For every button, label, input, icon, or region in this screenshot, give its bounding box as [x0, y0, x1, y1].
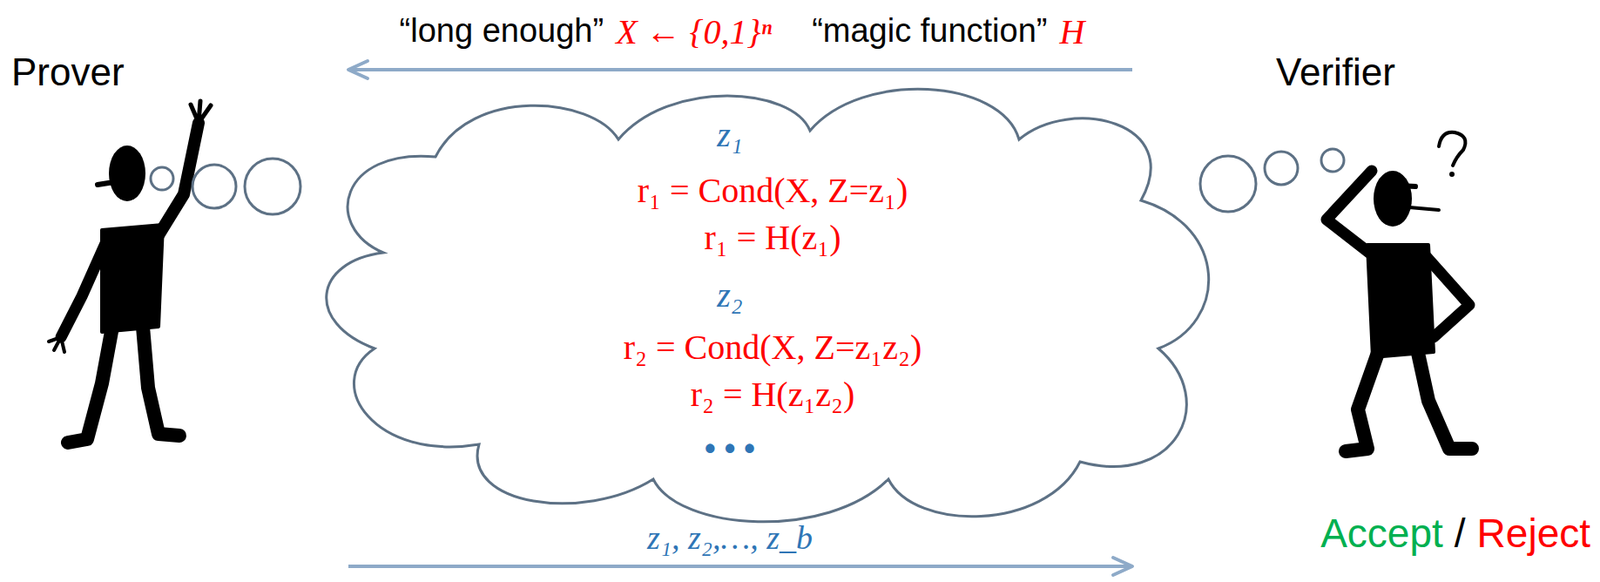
- ellipsis-dots: • • •: [704, 430, 756, 466]
- verifier-head: [1373, 170, 1412, 227]
- separator: /: [1454, 510, 1466, 557]
- question-mark-dot: [1449, 171, 1455, 177]
- actor-label: Verifier: [1275, 50, 1396, 95]
- edge-label: z₁, z₂,…, z_b: [647, 519, 813, 558]
- verifier-node: Verifier: [1132, 43, 1594, 575]
- thought-bubble: [1321, 148, 1344, 172]
- message-arrow: [348, 557, 1133, 575]
- prover-node: Prover: [4, 43, 349, 575]
- thought-cloud: z₁ r₁ = Cond(X, Z=z₁) r₁ = H(z₁) z₂ r₂ = Con…: [304, 69, 1220, 532]
- arrow-line: [348, 67, 1133, 72]
- response-formula: r₁ = Cond(X, Z=z₁): [637, 170, 909, 211]
- response-formula: r₂ = Cond(X, Z=z₁z₂): [623, 327, 922, 368]
- edge-label: “long enough”: [399, 12, 605, 51]
- accept-word: Accept: [1320, 510, 1444, 557]
- sampling-formula: X ← {0,1}ⁿ: [615, 12, 772, 53]
- prover-figure: [48, 101, 211, 443]
- cloud-path: [326, 88, 1209, 522]
- question-mark-symbol: [1438, 132, 1465, 166]
- message-arrow: [348, 60, 1133, 79]
- prover-head: [108, 145, 146, 202]
- prover-lower-arm: [60, 239, 108, 338]
- verifier-figure: [1326, 132, 1472, 452]
- thought-bubble: [1200, 155, 1256, 212]
- thought-bubble: [1264, 151, 1298, 185]
- arrow-line: [348, 564, 1133, 568]
- thought-bubble: [244, 158, 301, 215]
- reject-word: Reject: [1477, 510, 1591, 557]
- prover-leg: [142, 326, 180, 436]
- prover-leg: [67, 326, 113, 443]
- verifier-leg: [1417, 352, 1472, 449]
- response-formula: r₁ = H(z₁): [703, 217, 841, 258]
- thought-bubble: [192, 164, 237, 209]
- verifier-hip-arm: [1426, 256, 1470, 338]
- verifier-cigarette: [1409, 207, 1439, 210]
- challenge-symbol: z₂: [716, 275, 743, 316]
- response-formula: r₂ = H(z₁z₂): [690, 374, 856, 415]
- arrow-head: [1113, 557, 1133, 575]
- prover-thought-bubbles: [150, 158, 301, 215]
- thought-bubble: [150, 167, 174, 190]
- function-symbol: H: [1059, 12, 1085, 53]
- arrow-head: [348, 60, 368, 79]
- verifier-leg: [1345, 352, 1378, 452]
- function-label: “magic function”: [811, 12, 1047, 51]
- verifier-hat-brim: [1380, 184, 1416, 187]
- prover-hat-brim: [97, 179, 131, 185]
- actor-label: Prover: [11, 50, 125, 95]
- verifier-scratching-arm: [1326, 170, 1372, 253]
- cloud-outline: [304, 69, 1220, 532]
- prover-hand: [48, 337, 65, 352]
- challenge-symbol: z₁: [716, 114, 743, 156]
- prover-fingers: [190, 101, 211, 123]
- verifier-thought-bubbles: [1200, 148, 1344, 212]
